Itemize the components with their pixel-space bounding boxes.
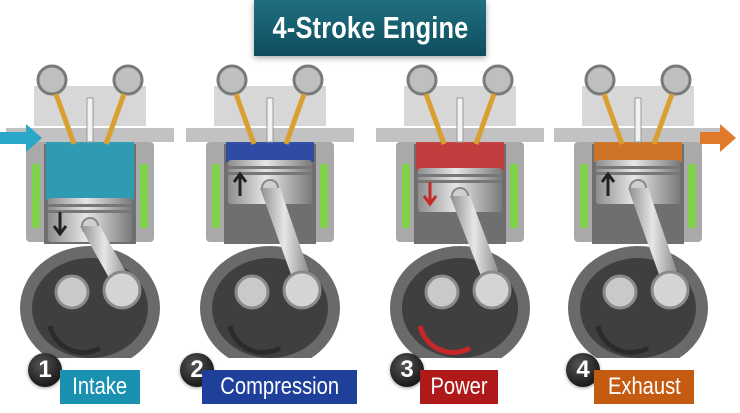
engine-diagram-exhaust — [554, 64, 736, 358]
combustion-chamber — [226, 142, 314, 162]
engine-diagram-intake — [0, 64, 174, 358]
stroke-label-text: Compression — [220, 373, 339, 400]
exhaust-cam-icon — [482, 64, 514, 96]
intake-valve-stem — [53, 93, 77, 145]
intake-valve-stem — [233, 93, 257, 145]
piston-ring — [418, 174, 502, 177]
piston-ring — [228, 166, 312, 169]
stroke-panel-exhaust: 4 Exhaust — [548, 58, 740, 413]
rotation-arrow-icon — [47, 325, 102, 355]
exhaust-valve-stem — [473, 93, 497, 145]
water-jacket-left — [212, 164, 220, 228]
water-jacket-left — [402, 164, 410, 228]
stroke-panel-intake: 1 Intake — [0, 58, 180, 413]
water-jacket-right — [688, 164, 696, 228]
piston-ring — [596, 166, 680, 169]
rotation-arrow-icon — [595, 325, 650, 355]
intake-arrow-icon — [0, 124, 42, 152]
spark-plug — [456, 97, 464, 143]
spark-plug — [86, 97, 94, 143]
exhaust-valve-stem — [103, 93, 127, 145]
water-jacket-right — [510, 164, 518, 228]
stroke-label-exhaust: Exhaust — [594, 370, 694, 404]
piston-ring — [418, 180, 502, 183]
combustion-chamber — [416, 142, 504, 170]
stroke-label-intake: Intake — [60, 370, 140, 404]
stroke-panel-power: 3 Power — [370, 58, 550, 413]
intake-valve-stem — [601, 93, 625, 145]
exhaust-cam-icon — [660, 64, 692, 96]
water-jacket-left — [580, 164, 588, 228]
intake-cam-icon — [36, 64, 68, 96]
stroke-label-power: Power — [420, 370, 498, 404]
rotation-arrow-icon — [417, 325, 472, 355]
combustion-chamber — [46, 142, 134, 200]
piston-ring — [596, 172, 680, 175]
crankshaft-main — [424, 274, 460, 310]
page-title: 4-Stroke Engine — [272, 10, 468, 45]
exhaust-arrow-icon — [700, 124, 736, 152]
crankpin — [282, 270, 322, 310]
engine-diagram-power — [376, 64, 544, 358]
exhaust-cam-icon — [112, 64, 144, 96]
crankpin — [102, 270, 142, 310]
stroke-label-compression: Compression — [202, 370, 357, 404]
stroke-number-badge: 3 — [390, 353, 424, 387]
stroke-number-badge: 1 — [28, 353, 62, 387]
water-jacket-right — [320, 164, 328, 228]
arrow-up-icon — [600, 171, 616, 196]
spark-plug — [266, 97, 274, 143]
combustion-chamber — [594, 142, 682, 162]
water-jacket-left — [32, 164, 40, 228]
arrow-down-icon — [52, 212, 68, 237]
engine-diagram-compression — [186, 64, 354, 358]
intake-cam-icon — [406, 64, 438, 96]
intake-cam-icon — [584, 64, 616, 96]
arrow-up-icon — [232, 171, 248, 196]
piston-ring — [48, 204, 132, 207]
crankpin — [472, 270, 512, 310]
piston-ring — [228, 172, 312, 175]
connecting-rod — [628, 188, 682, 294]
stroke-label-text: Intake — [72, 373, 128, 400]
connecting-rod — [450, 196, 504, 294]
crankshaft-main — [234, 274, 270, 310]
exhaust-valve-stem — [283, 93, 307, 145]
intake-valve-stem — [423, 93, 447, 145]
spark-plug — [634, 97, 642, 143]
piston-ring — [48, 210, 132, 213]
crankshaft-main — [602, 274, 638, 310]
title-banner: 4-Stroke Engine — [254, 0, 486, 56]
crankpin — [650, 270, 690, 310]
crankshaft-main — [54, 274, 90, 310]
arrow-down-icon — [422, 182, 438, 207]
connecting-rod — [260, 188, 314, 294]
water-jacket-right — [140, 164, 148, 228]
stroke-label-text: Exhaust — [607, 373, 681, 400]
exhaust-cam-icon — [292, 64, 324, 96]
intake-cam-icon — [216, 64, 248, 96]
rotation-arrow-icon — [227, 325, 282, 355]
exhaust-valve-stem — [651, 93, 675, 145]
stroke-label-text: Power — [430, 373, 488, 400]
stroke-panel-compression: 2 Compression — [180, 58, 360, 413]
